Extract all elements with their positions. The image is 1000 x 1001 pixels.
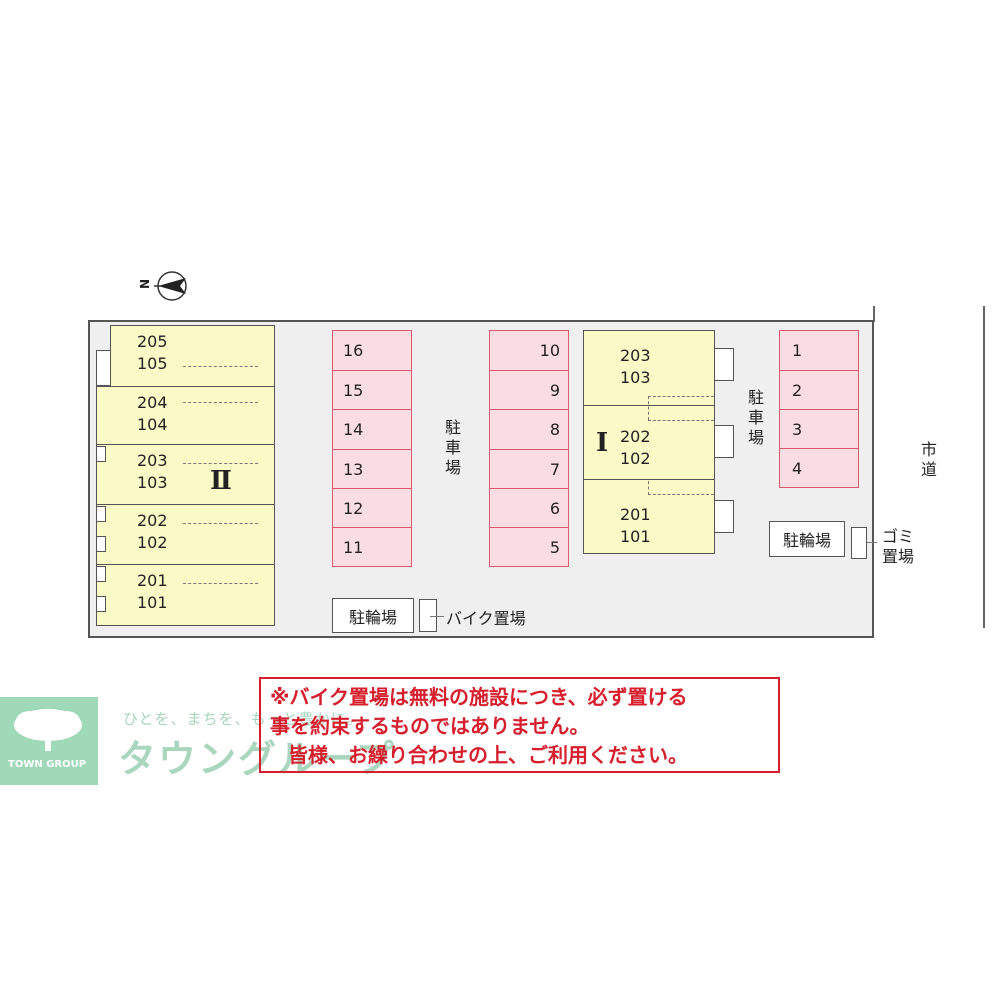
parking-label-right: 駐車場 — [747, 388, 764, 447]
road-label: 市道 — [920, 440, 937, 479]
parking-space: 3 — [779, 409, 859, 449]
bike-leader — [430, 616, 444, 617]
parking-space: 12 — [332, 488, 412, 528]
pipe-line — [183, 402, 258, 403]
building-2-label: Ⅱ — [210, 466, 232, 496]
pipe-line — [648, 396, 649, 420]
garbage-leader — [867, 542, 877, 543]
parking-label-center: 駐車場 — [444, 418, 461, 477]
unit-lower-number: 102 — [137, 533, 168, 552]
unit-lower-number: 101 — [137, 593, 168, 612]
unit-lower-number: 105 — [137, 354, 168, 373]
bicycle-parking-right: 駐輪場 — [769, 521, 845, 557]
bike-parking-label: バイク置場 — [446, 609, 526, 628]
unit-203-103: 203 103 — [96, 444, 275, 506]
bicycle-parking-bottom: 駐輪場 — [332, 598, 414, 633]
logo-brand-name: タウングループ — [118, 737, 396, 781]
parking-space: 6 — [489, 488, 569, 528]
unit-lower-number: 101 — [620, 527, 651, 546]
tree-icon — [14, 709, 82, 751]
unit-upper-number: 202 — [137, 511, 168, 530]
town-group-logo: TOWN GROUP — [0, 697, 98, 785]
logo-company-name: TOWN GROUP — [8, 759, 87, 770]
pipe-line — [648, 396, 714, 397]
pipe-line — [183, 583, 258, 584]
unit-upper-number: 202 — [620, 427, 651, 446]
pipe-line — [648, 494, 714, 495]
pipe-line — [183, 523, 258, 524]
unit-204-104: 204 104 — [96, 386, 275, 446]
pipe-line — [183, 366, 258, 367]
parking-space: 11 — [332, 527, 412, 567]
unit-upper-number: 203 — [620, 346, 651, 365]
unit-202-102: 202 102 — [96, 504, 275, 566]
unit-notch — [96, 536, 106, 552]
unit-upper-number: 201 — [137, 571, 168, 590]
pipe-line — [648, 481, 649, 495]
unit-lower-number: 103 — [137, 473, 168, 492]
compass: N — [138, 268, 190, 304]
compass-icon — [154, 271, 187, 301]
unit-upper-number: 201 — [620, 505, 651, 524]
parking-space: 5 — [489, 527, 569, 567]
unit-205-105: 205 105 — [110, 325, 275, 388]
parking-space: 16 — [332, 330, 412, 371]
unit-bump — [714, 500, 734, 533]
unit-upper-number: 204 — [137, 393, 168, 412]
parking-space: 9 — [489, 370, 569, 410]
parking-space: 10 — [489, 330, 569, 371]
parking-space: 4 — [779, 448, 859, 488]
unit-bump — [714, 425, 734, 458]
road-edge-inner — [873, 306, 875, 322]
unit-201-101: 201 101 — [96, 564, 275, 626]
pipe-line — [648, 420, 714, 421]
notice-line-2: 事を約束するものではありません。 — [270, 714, 590, 738]
notice-line-3: 皆様、お繰り合わせの上、ご利用ください。 — [288, 743, 688, 767]
unit-lower-number: 104 — [137, 415, 168, 434]
garbage-label: ゴミ置場 — [882, 527, 915, 566]
north-label: N — [138, 278, 153, 290]
unit-notch — [96, 566, 106, 582]
road-edge-outer — [983, 306, 985, 628]
unit-notch — [96, 506, 106, 522]
building-1-label: Ⅰ — [596, 428, 609, 458]
unit-notch — [96, 596, 106, 612]
unit-202-102: 202 102 — [583, 405, 715, 481]
unit-upper-number: 203 — [137, 451, 168, 470]
parking-space: 1 — [779, 330, 859, 371]
bike-parking-notice: ※バイク置場は無料の施設につき、必ず置ける 事を約束するものではありません。 皆… — [259, 677, 780, 773]
unit-bump — [714, 348, 734, 381]
unit-lower-number: 103 — [620, 368, 651, 387]
unit-upper-number: 205 — [137, 332, 168, 351]
logo-tagline: ひとを、まちを、もっと豊かに。 — [123, 710, 363, 728]
parking-space: 2 — [779, 370, 859, 410]
parking-space: 14 — [332, 409, 412, 450]
parking-space: 15 — [332, 370, 412, 410]
garbage-box — [851, 527, 867, 559]
bike-box — [419, 599, 437, 632]
parking-space: 8 — [489, 409, 569, 450]
pipe-line — [183, 463, 258, 464]
parking-space: 7 — [489, 449, 569, 489]
unit-201-101: 201 101 — [583, 479, 715, 554]
parking-space: 13 — [332, 449, 412, 489]
notice-line-1: ※バイク置場は無料の施設につき、必ず置ける — [270, 685, 688, 709]
unit-lower-number: 102 — [620, 449, 651, 468]
unit-notch — [96, 446, 106, 462]
